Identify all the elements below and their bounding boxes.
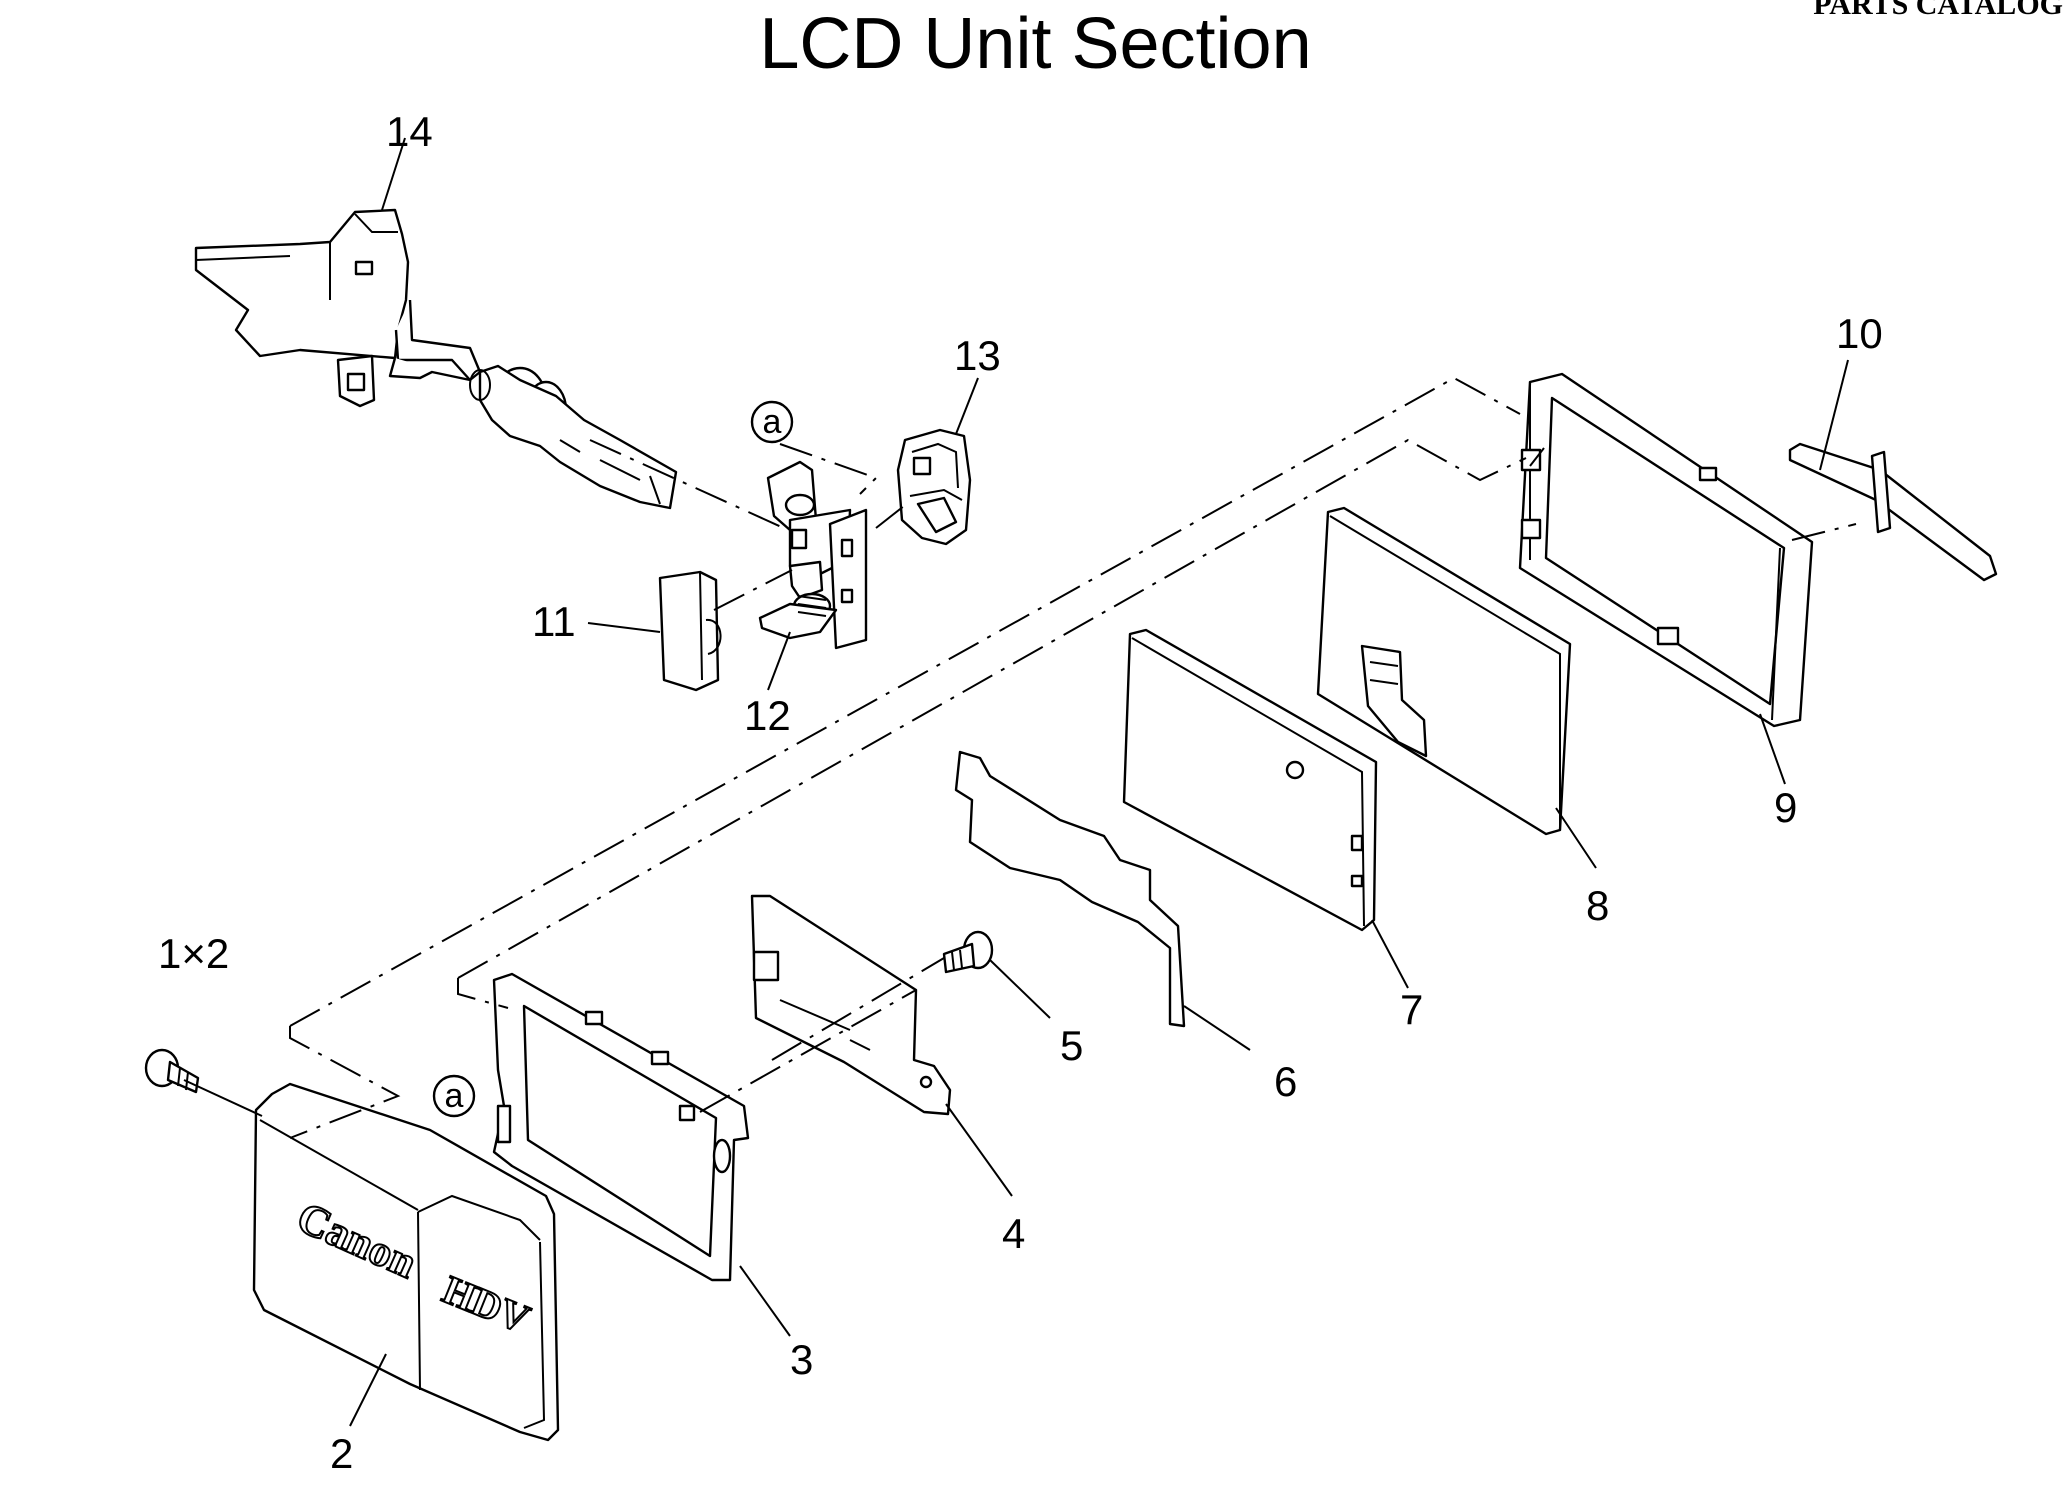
part-14-flex-cable — [194, 208, 678, 510]
callout-10: 10 — [1836, 310, 1883, 357]
part-8-lcd-panel — [1316, 506, 1572, 836]
callout-2: 2 — [330, 1430, 353, 1477]
reference-mark-top: a — [750, 400, 794, 444]
part-9-lcd-frame — [1518, 372, 1814, 728]
callout-1: 1×2 — [158, 930, 229, 977]
part-13-hinge-cover — [896, 428, 972, 546]
callout-13: 13 — [954, 332, 1001, 379]
part-3-inner-frame — [492, 972, 750, 1282]
reference-mark-top-label: a — [763, 403, 782, 441]
callout-4: 4 — [1002, 1210, 1025, 1257]
reference-mark-bottom: a — [432, 1074, 476, 1118]
part-12-hinge — [758, 460, 868, 650]
page-title: LCD Unit Section — [759, 4, 1312, 84]
part-11-side-cover — [658, 570, 722, 692]
part-2-front-cover: Canon HDV — [252, 1082, 560, 1442]
callout-11: 11 — [532, 598, 576, 645]
callout-12: 12 — [744, 692, 791, 739]
callout-8: 8 — [1586, 882, 1609, 929]
reference-mark-bottom-label: a — [445, 1077, 464, 1115]
callout-7: 7 — [1400, 986, 1423, 1033]
callout-5: 5 — [1060, 1022, 1083, 1069]
part-6-sheet — [954, 750, 1186, 1028]
callout-labels: 1×2 2 3 4 5 6 7 8 9 10 11 12 13 14 — [158, 108, 1883, 1477]
part-4-circuit-board — [750, 894, 952, 1116]
callout-9: 9 — [1774, 784, 1797, 831]
catalog-header: PARTS CATALOG — [1813, 0, 2063, 21]
callout-3: 3 — [790, 1336, 813, 1383]
part-1-screw — [144, 1048, 200, 1094]
part-10-strip — [1788, 442, 1998, 582]
assembly-lines — [289, 376, 1857, 1139]
callout-14: 14 — [386, 108, 433, 155]
leader-lines — [183, 137, 1849, 1427]
callout-6: 6 — [1274, 1058, 1297, 1105]
part-5-screw — [942, 930, 994, 974]
part-7-backlight — [1122, 628, 1378, 932]
